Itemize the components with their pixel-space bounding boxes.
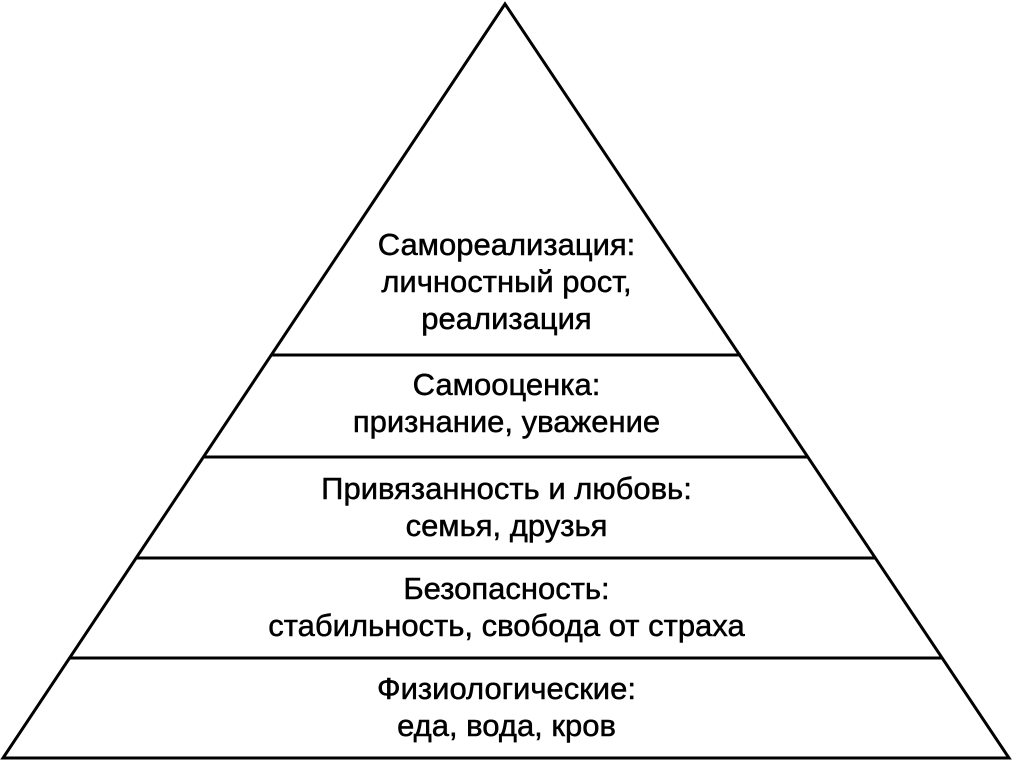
tier-self-actualization: Самореализация: личностный рост, реализа… — [0, 226, 1013, 337]
tier-safety: Безопасность: стабильность, свобода от с… — [0, 570, 1013, 644]
tier-esteem: Самооценка: признание, уважение — [0, 366, 1013, 440]
tier-physiological: Физиологические: еда, вода, кров — [0, 670, 1013, 744]
tier-esteem-title: Самооценка: — [412, 367, 601, 403]
tier-physiological-title: Физиологические: — [377, 671, 636, 707]
tier-love-belonging-line-1: семья, друзья — [405, 508, 608, 544]
tier-love-belonging: Привязанность и любовь: семья, друзья — [0, 470, 1013, 544]
tier-self-actualization-line-1: личностный рост, — [381, 264, 632, 300]
tier-self-actualization-title: Самореализация: — [377, 227, 636, 263]
tier-love-belonging-title: Привязанность и любовь: — [321, 471, 692, 507]
tier-safety-line-1: стабильность, свобода от страха — [268, 608, 745, 644]
tier-self-actualization-line-2: реализация — [421, 301, 592, 337]
tier-esteem-line-1: признание, уважение — [352, 404, 661, 440]
tier-physiological-line-1: еда, вода, кров — [397, 708, 616, 744]
tier-safety-title: Безопасность: — [403, 571, 610, 607]
